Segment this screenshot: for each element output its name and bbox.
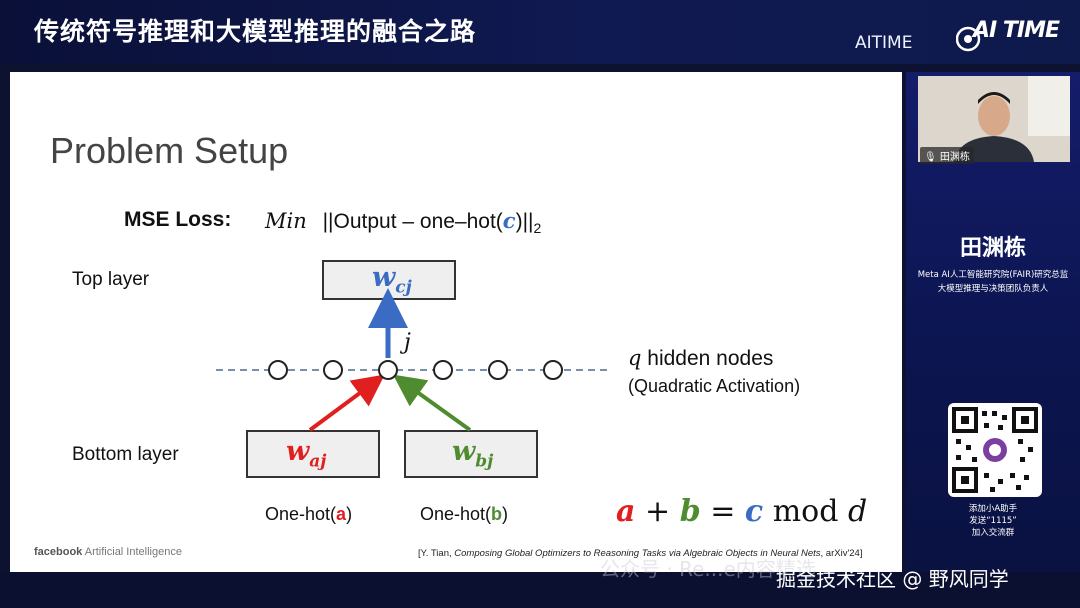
- mse-loss-label: MSE Loss:: [124, 208, 232, 231]
- speaker-title-line2: 大模型推理与决策团队负责人: [937, 284, 1049, 294]
- hidden-node: [323, 360, 343, 380]
- onehot-b-label: One-hot(b): [420, 504, 508, 525]
- arrow-red: [308, 374, 385, 432]
- brand-logo-text: AI TIME: [973, 18, 1060, 43]
- onehot-a-var: a: [336, 504, 347, 524]
- arrow-green: [393, 374, 472, 432]
- eq-b: b: [679, 494, 701, 529]
- norm-subscript: 2: [533, 220, 542, 237]
- min-operator: Min: [265, 209, 307, 233]
- eq-a: a: [616, 494, 636, 529]
- mod-equation: a + b = c mod d: [616, 494, 867, 529]
- onehot-b-var: b: [491, 504, 503, 524]
- qr-caption-line1: 添加小A助手: [968, 504, 1018, 514]
- qr-code-icon: [952, 407, 1038, 493]
- w-bj-label: wbj: [452, 436, 493, 471]
- w-aj-symbol: w: [286, 436, 310, 467]
- hidden-node: [433, 360, 453, 380]
- onehot-a-close: ): [346, 504, 353, 524]
- hidden-node: [378, 360, 398, 380]
- citation-prefix: [Y. Tian,: [418, 548, 455, 559]
- q-var: q: [628, 346, 642, 370]
- slide-footer-brand: facebook Artificial Intelligence: [34, 546, 182, 558]
- left-weight-box: [246, 430, 380, 478]
- loss-var-c: c: [502, 208, 516, 233]
- eq-c: c: [744, 494, 764, 529]
- citation-title: Composing Global Optimizers to Reasoning…: [454, 548, 821, 559]
- webcam-name-tag: 🎙 田渊栋: [920, 147, 974, 164]
- w-bj-subscript: bj: [475, 451, 494, 472]
- qr-caption-line3: 加入交流群: [971, 528, 1015, 538]
- citation: [Y. Tian, Composing Global Optimizers to…: [418, 548, 862, 559]
- onehot-b-close: ): [502, 504, 509, 524]
- bottom-bar: [0, 572, 1080, 608]
- activation-label: (Quadratic Activation): [628, 376, 801, 396]
- norm-open: ||Output – one–hot(: [322, 210, 503, 233]
- eq-plus: +: [645, 494, 671, 529]
- onehot-a-prefix: One-hot(: [265, 504, 337, 524]
- hidden-node: [268, 360, 288, 380]
- speaker-name: 田渊栋: [959, 236, 1026, 261]
- bottom-layer-label: Bottom layer: [72, 444, 179, 465]
- eq-equals: =: [710, 494, 736, 529]
- webcam-name: 田渊栋: [939, 152, 970, 163]
- eq-d: d: [848, 494, 868, 529]
- slide-canvas: Problem Setup MSE Loss: Min ||Output – o…: [10, 72, 902, 572]
- brand-name: AITIME: [855, 33, 913, 53]
- top-banner: 传统符号推理和大模型推理的融合之路 AITIME AI TIME: [0, 0, 1080, 64]
- j-label: j: [404, 330, 411, 355]
- watermark-main: 掘金技术社区 @ 野风同学: [776, 567, 1009, 591]
- w-aj-subscript: aj: [309, 451, 327, 472]
- citation-suffix: , arXiv'24]: [820, 548, 863, 559]
- norm-close: )||: [515, 210, 534, 233]
- loss-formula: Min ||Output – one–hot(c)||2: [265, 208, 541, 236]
- hidden-nodes-label: q hidden nodes: [628, 346, 773, 371]
- hidden-node: [488, 360, 508, 380]
- hidden-node: [543, 360, 563, 380]
- mic-icon: 🎙: [924, 152, 937, 163]
- facebook-brand: facebook: [34, 546, 83, 558]
- qr-code[interactable]: [948, 403, 1042, 497]
- slide-title: Problem Setup: [50, 130, 289, 171]
- watermark-faint: 公众号 · Re...e内容精选: [600, 557, 816, 581]
- w-bj-symbol: w: [452, 436, 476, 467]
- qr-caption-line2: 发送“1115”: [969, 516, 1017, 526]
- hidden-nodes-text: hidden nodes: [641, 347, 774, 370]
- talk-title: 传统符号推理和大模型推理的融合之路: [34, 17, 477, 46]
- onehot-a-label: One-hot(a): [265, 504, 352, 525]
- ai-text: Artificial Intelligence: [84, 546, 182, 558]
- eq-mod: mod: [772, 494, 839, 529]
- ai-time-logo-icon: [956, 26, 981, 52]
- w-aj-label: waj: [286, 436, 326, 471]
- onehot-b-prefix: One-hot(: [420, 504, 492, 524]
- top-layer-label: Top layer: [72, 269, 150, 290]
- w-cj-symbol: w: [372, 262, 396, 293]
- right-weight-box: [404, 430, 538, 478]
- speaker-title-line1: Meta AI人工智能研究院(FAIR)研究总监: [917, 270, 1069, 280]
